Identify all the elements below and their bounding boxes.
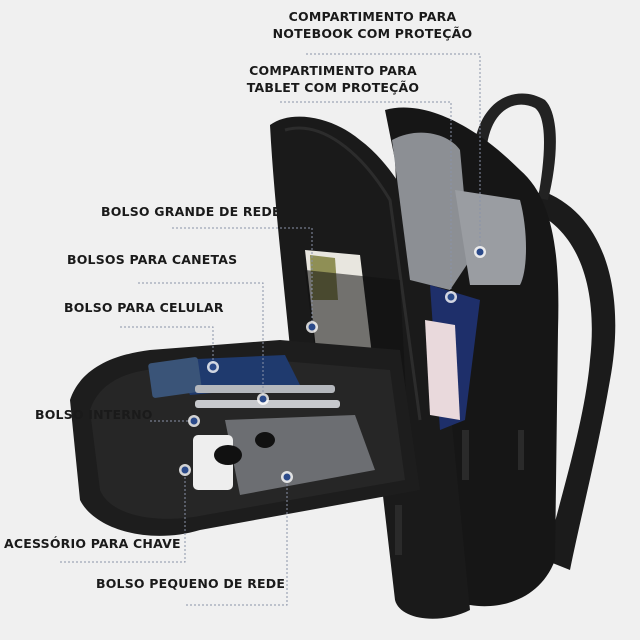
marker-small-mesh (281, 471, 293, 483)
callout-notebook-line2: NOTEBOOK COM PROTEÇÃO (272, 26, 473, 41)
callout-tablet-line1: COMPARTIMENTO PARA (249, 63, 417, 78)
callout-tablet-line2: TABLET COM PROTEÇÃO (246, 80, 420, 95)
callout-notebook-line1: COMPARTIMENTO PARA (288, 9, 457, 24)
callout-key: ACESSÓRIO PARA CHAVE (4, 536, 181, 551)
shoulder-strap (530, 190, 616, 570)
marker-key (179, 464, 191, 476)
marker-phone (207, 361, 219, 373)
marker-tablet (445, 291, 457, 303)
marker-notebook (474, 246, 486, 258)
leader-lines (60, 53, 481, 606)
callout-inner: BOLSO INTERNO (35, 407, 153, 422)
callout-small-mesh: BOLSO PEQUENO DE REDE (96, 576, 286, 591)
callout-large-mesh: BOLSO GRANDE DE REDE (101, 204, 281, 219)
marker-inner (188, 415, 200, 427)
callout-markers (179, 246, 486, 483)
callout-pens: BOLSOS PARA CANETAS (67, 252, 238, 267)
marker-pens (257, 393, 269, 405)
marker-large-mesh (306, 321, 318, 333)
callout-phone: BOLSO PARA CELULAR (64, 300, 224, 315)
top-handle (475, 93, 556, 200)
callout-notebook: COMPARTIMENTO PARA NOTEBOOK COM PROTEÇÃO (270, 8, 475, 42)
callout-tablet: COMPARTIMENTO PARA TABLET COM PROTEÇÃO (243, 62, 423, 96)
tablet (455, 190, 526, 285)
